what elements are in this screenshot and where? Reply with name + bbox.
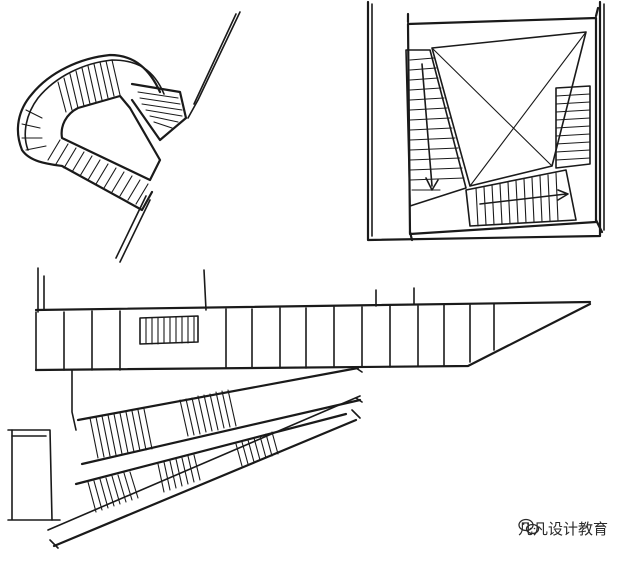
watermark: 几凡设计教育 <box>518 518 608 539</box>
wechat-icon <box>518 518 540 535</box>
upper-ramp-stair-block-1 <box>89 408 153 459</box>
atrium-right-treads <box>555 93 591 161</box>
curved-stair-top-treads <box>57 59 121 113</box>
curved-stair-sketch <box>16 11 241 263</box>
curved-stair-right-treads <box>137 91 183 129</box>
atrium-stair-sketch <box>366 0 605 242</box>
watermark-text: 几凡设计教育 <box>517 520 608 538</box>
walkway-divisions <box>63 303 495 371</box>
atrium-bottom-treads <box>475 172 559 227</box>
upper-ramp-stair-block-2 <box>179 389 237 437</box>
lower-ramp-stair-block-1 <box>87 471 139 513</box>
linear-ramp-stair-sketch <box>7 267 592 549</box>
walkway-stair-treads <box>145 315 195 345</box>
curved-stair-bottom-treads <box>47 139 149 205</box>
atrium-left-treads <box>409 57 465 191</box>
lower-ramp-stair-block-3 <box>235 431 279 467</box>
lower-ramp-stair-block-2 <box>157 454 201 493</box>
